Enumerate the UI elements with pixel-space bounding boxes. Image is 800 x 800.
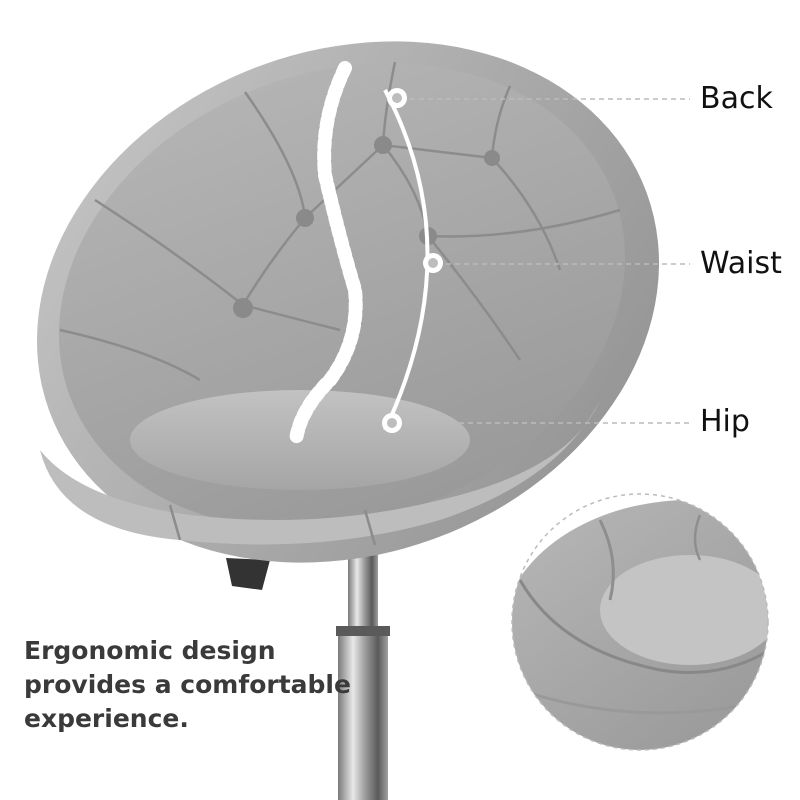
spine-graphic xyxy=(289,61,363,447)
detail-zoom xyxy=(511,493,769,751)
front-rim xyxy=(40,400,600,545)
callout-back xyxy=(387,88,690,108)
gas-lift-upper xyxy=(348,548,378,638)
callout-label-waist: Waist xyxy=(700,246,782,281)
caption-line: Ergonomic design xyxy=(24,636,276,665)
rim-seams xyxy=(168,504,377,546)
chair-base xyxy=(226,548,390,800)
callout-label-hip: Hip xyxy=(700,404,750,439)
callout-waist xyxy=(423,253,690,273)
detail-border xyxy=(511,493,769,751)
gas-lift-lower xyxy=(338,630,388,800)
feature-caption: Ergonomic design provides a comfortable … xyxy=(24,634,364,736)
caption-line: experience. xyxy=(24,704,189,733)
detail-seat xyxy=(600,555,768,665)
callout-hip xyxy=(382,413,690,433)
gas-lift-collar xyxy=(336,626,390,636)
adjustment-lever xyxy=(226,558,270,590)
caption-line: provides a comfortable xyxy=(24,670,351,699)
chair-shell xyxy=(36,41,660,563)
callout-label-back: Back xyxy=(700,81,773,116)
